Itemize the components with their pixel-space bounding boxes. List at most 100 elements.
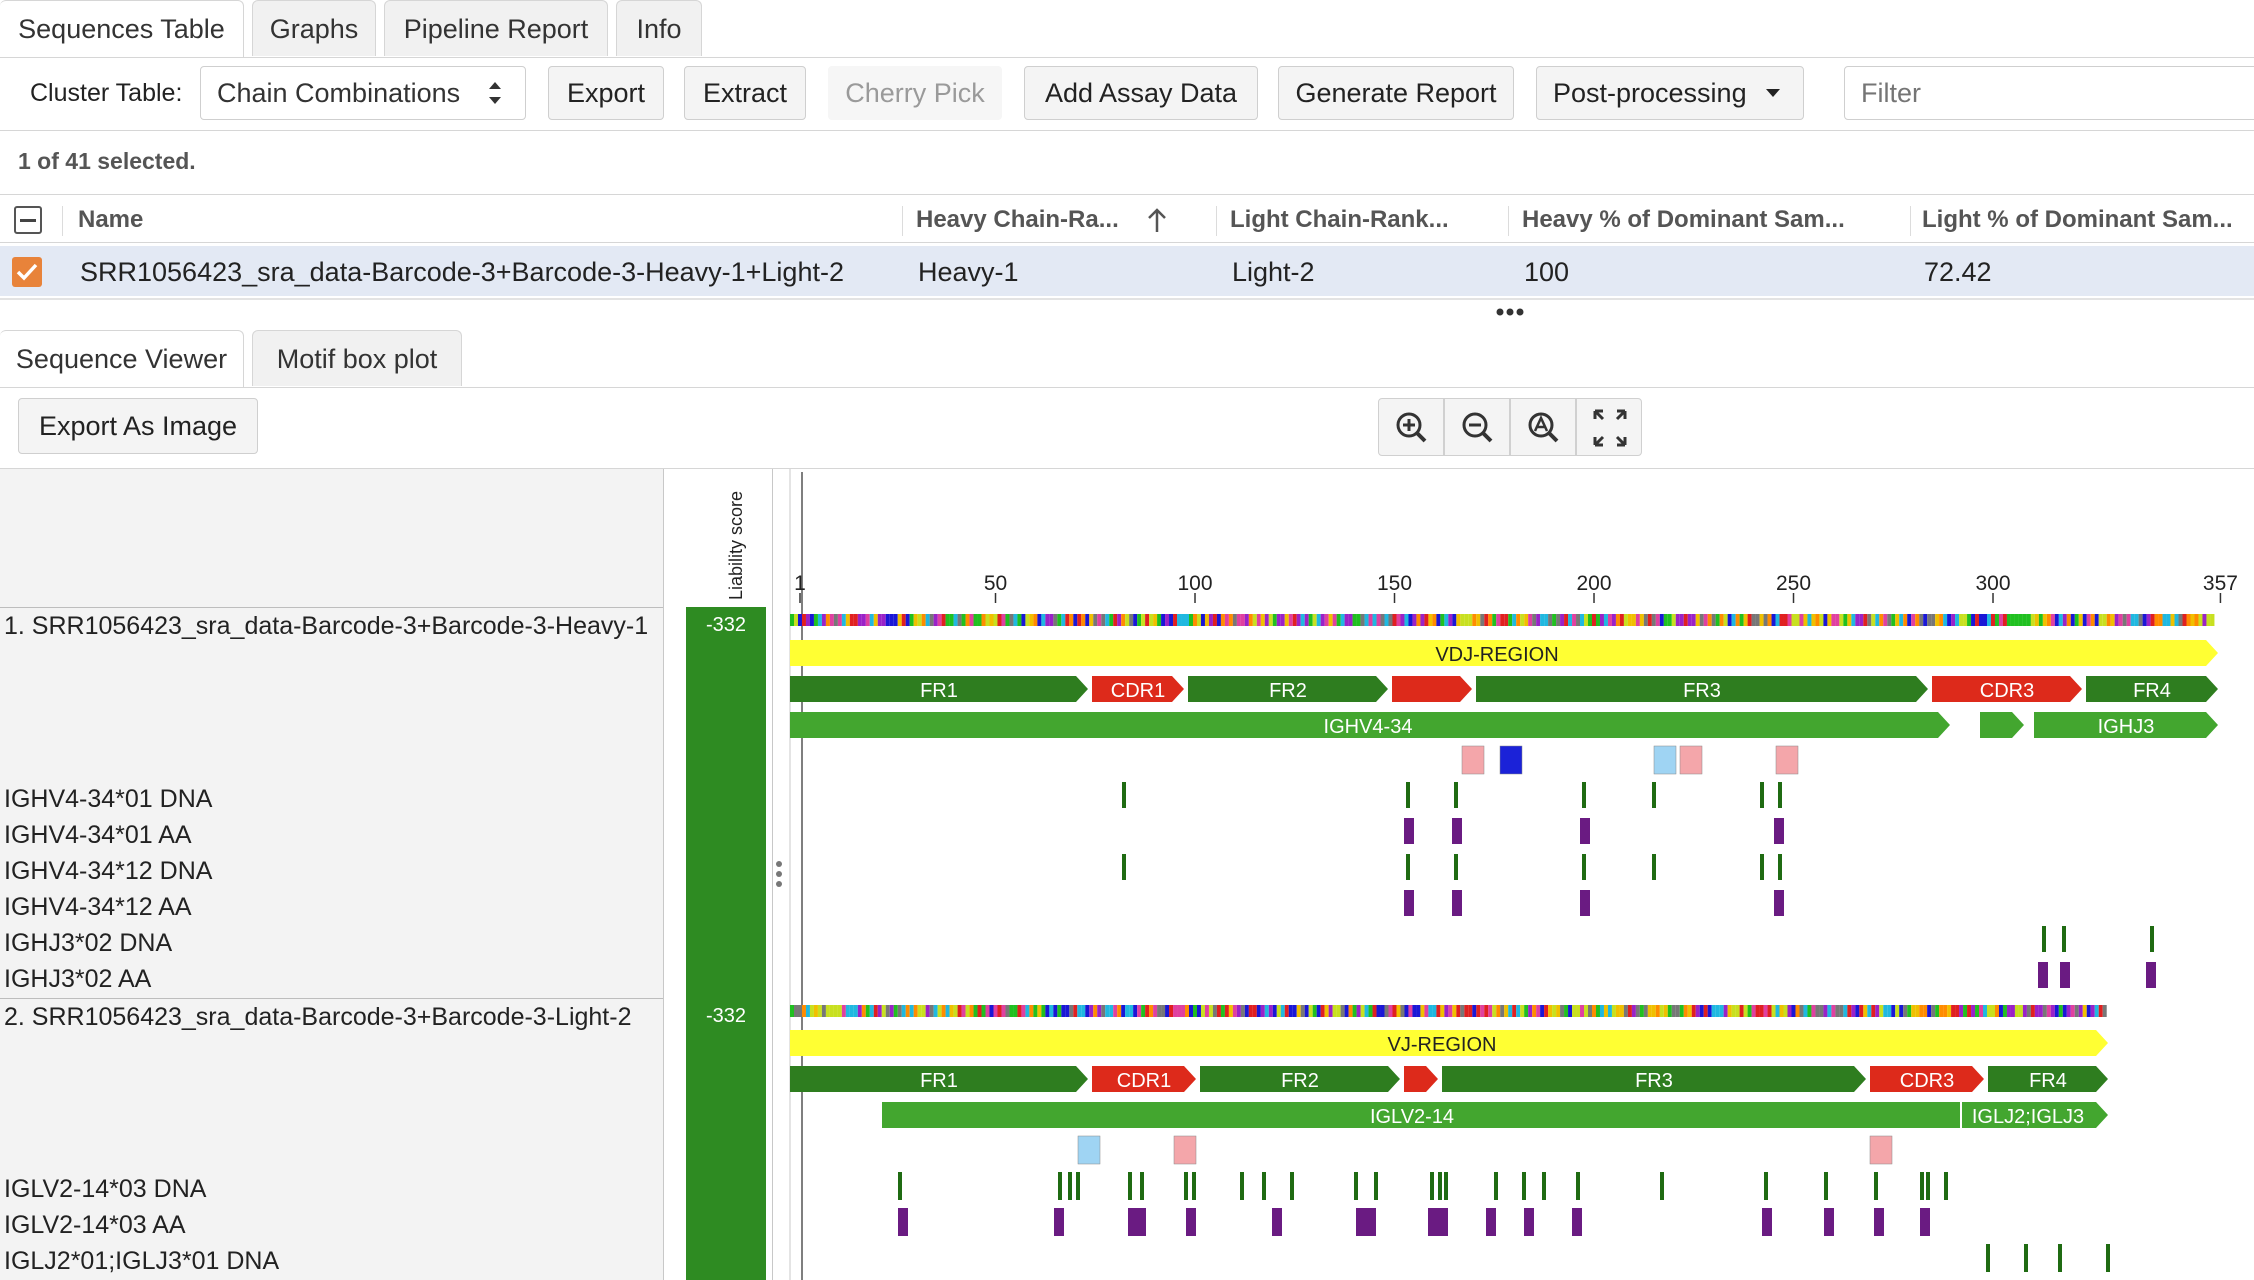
residue-strip (1939, 1005, 1944, 1017)
residue-strip (1623, 1005, 1628, 1017)
residue-strip (893, 1005, 898, 1017)
zoom-out-button[interactable] (1444, 398, 1510, 456)
add-assay-data-button[interactable]: Add Assay Data (1024, 66, 1258, 120)
segment-bar (1188, 676, 1388, 702)
mutation-tick (1926, 1172, 1930, 1200)
residue-strip (1595, 1005, 1600, 1017)
residue-strip (2090, 614, 2095, 626)
mutation-tick (1140, 1172, 1144, 1200)
residue-strip (961, 614, 966, 626)
export-as-image-button[interactable]: Export As Image (18, 398, 258, 454)
residue-strip (1292, 614, 1297, 626)
residue-strip (1540, 1005, 1545, 1017)
cluster-table-select[interactable]: Chain Combinations (200, 66, 526, 120)
sort-ascending-icon[interactable] (1146, 206, 1168, 239)
mutation-tick (2058, 1244, 2062, 1272)
tab-pipeline-report[interactable]: Pipeline Report (384, 0, 608, 56)
column-header-light-rank[interactable]: Light Chain-Rank... (1230, 206, 1449, 233)
residue-strip (1795, 1005, 1800, 1017)
residue-strip (805, 1005, 810, 1017)
column-header-light-pct[interactable]: Light % of Dominant Sam... (1922, 206, 2233, 233)
zoom-reset-button[interactable] (1510, 398, 1576, 456)
residue-strip (1324, 614, 1329, 626)
column-header-heavy-pct[interactable]: Heavy % of Dominant Sam... (1522, 206, 1845, 233)
table-row[interactable] (0, 246, 2254, 296)
mutation-tick (1652, 782, 1656, 808)
residue-strip (1292, 1005, 1297, 1017)
column-header-name[interactable]: Name (78, 206, 144, 233)
residue-strip (1212, 614, 1217, 626)
residue-strip (2086, 1005, 2091, 1017)
residue-strip (829, 1005, 834, 1017)
residue-strip (1927, 1005, 1932, 1017)
germline-label: IGHJ3*02 AA (4, 965, 152, 993)
row-checkbox[interactable] (12, 257, 42, 287)
residue-strip (1580, 1005, 1585, 1017)
residue-strip (921, 1005, 926, 1017)
residue-strip (1751, 614, 1756, 626)
residue-strip (1667, 614, 1672, 626)
tab-sequence-viewer[interactable]: Sequence Viewer (0, 330, 244, 387)
mutation-tick (1524, 1208, 1534, 1236)
residue-strip (1983, 614, 1988, 626)
tab-sequences-table[interactable]: Sequences Table (0, 0, 244, 57)
residue-strip (1444, 614, 1449, 626)
generate-report-button[interactable]: Generate Report (1278, 66, 1514, 120)
residue-strip (1715, 614, 1720, 626)
fit-to-screen-button[interactable] (1576, 398, 1642, 456)
tab-graphs[interactable]: Graphs (252, 0, 376, 56)
residue-strip (1185, 1005, 1190, 1017)
residue-strip (949, 614, 954, 626)
tab-motif-box-plot[interactable]: Motif box plot (252, 330, 462, 386)
residue-strip (1396, 614, 1401, 626)
extract-button[interactable]: Extract (684, 66, 806, 120)
drag-handle[interactable] (773, 856, 785, 892)
residue-strip (1855, 1005, 1860, 1017)
residue-strip (1025, 1005, 1030, 1017)
select-all-checkbox[interactable] (14, 206, 42, 234)
residue-strip (1029, 1005, 1034, 1017)
residue-strip (1344, 1005, 1349, 1017)
residue-strip (1149, 614, 1154, 626)
residue-strip (1687, 1005, 1692, 1017)
residue-strip (873, 614, 878, 626)
residue-strip (1312, 1005, 1317, 1017)
mutation-tick (898, 1172, 902, 1200)
segment-label: FR4 (2029, 1070, 2067, 1092)
residue-strip (1312, 614, 1317, 626)
residue-strip (1603, 1005, 1608, 1017)
mutation-tick (2042, 926, 2046, 952)
residue-strip (1456, 614, 1461, 626)
residue-strip (937, 1005, 942, 1017)
segment-label: CDR1 (1111, 680, 1165, 702)
residue-strip (989, 614, 994, 626)
residue-strip (2094, 1005, 2099, 1017)
residue-strip (1460, 614, 1465, 626)
residue-strip (1548, 614, 1553, 626)
zoom-in-button[interactable] (1378, 398, 1444, 456)
residue-strip (1871, 614, 1876, 626)
mutation-tick (1128, 1172, 1132, 1200)
residue-strip (809, 614, 814, 626)
cherry-pick-button[interactable]: Cherry Pick (828, 66, 1002, 120)
residue-strip (1867, 1005, 1872, 1017)
residue-strip (1228, 614, 1233, 626)
residue-strip (821, 1005, 826, 1017)
column-header-heavy-rank[interactable]: Heavy Chain-Ra... (916, 206, 1119, 233)
panel-resize-handle[interactable] (1490, 302, 1530, 322)
residue-strip (2062, 614, 2067, 626)
residue-strip (1663, 1005, 1668, 1017)
filter-input[interactable] (1844, 66, 2254, 120)
residue-strip (1420, 1005, 1425, 1017)
tab-info[interactable]: Info (616, 0, 702, 56)
residue-strip (941, 614, 946, 626)
residue-strip (1715, 1005, 1720, 1017)
export-button[interactable]: Export (548, 66, 664, 120)
residue-strip (1627, 1005, 1632, 1017)
residue-strip (1065, 614, 1070, 626)
post-processing-dropdown[interactable]: Post-processing (1536, 66, 1804, 120)
mutation-tick (1542, 1172, 1546, 1200)
residue-strip (2166, 614, 2171, 626)
residue-strip (1412, 1005, 1417, 1017)
